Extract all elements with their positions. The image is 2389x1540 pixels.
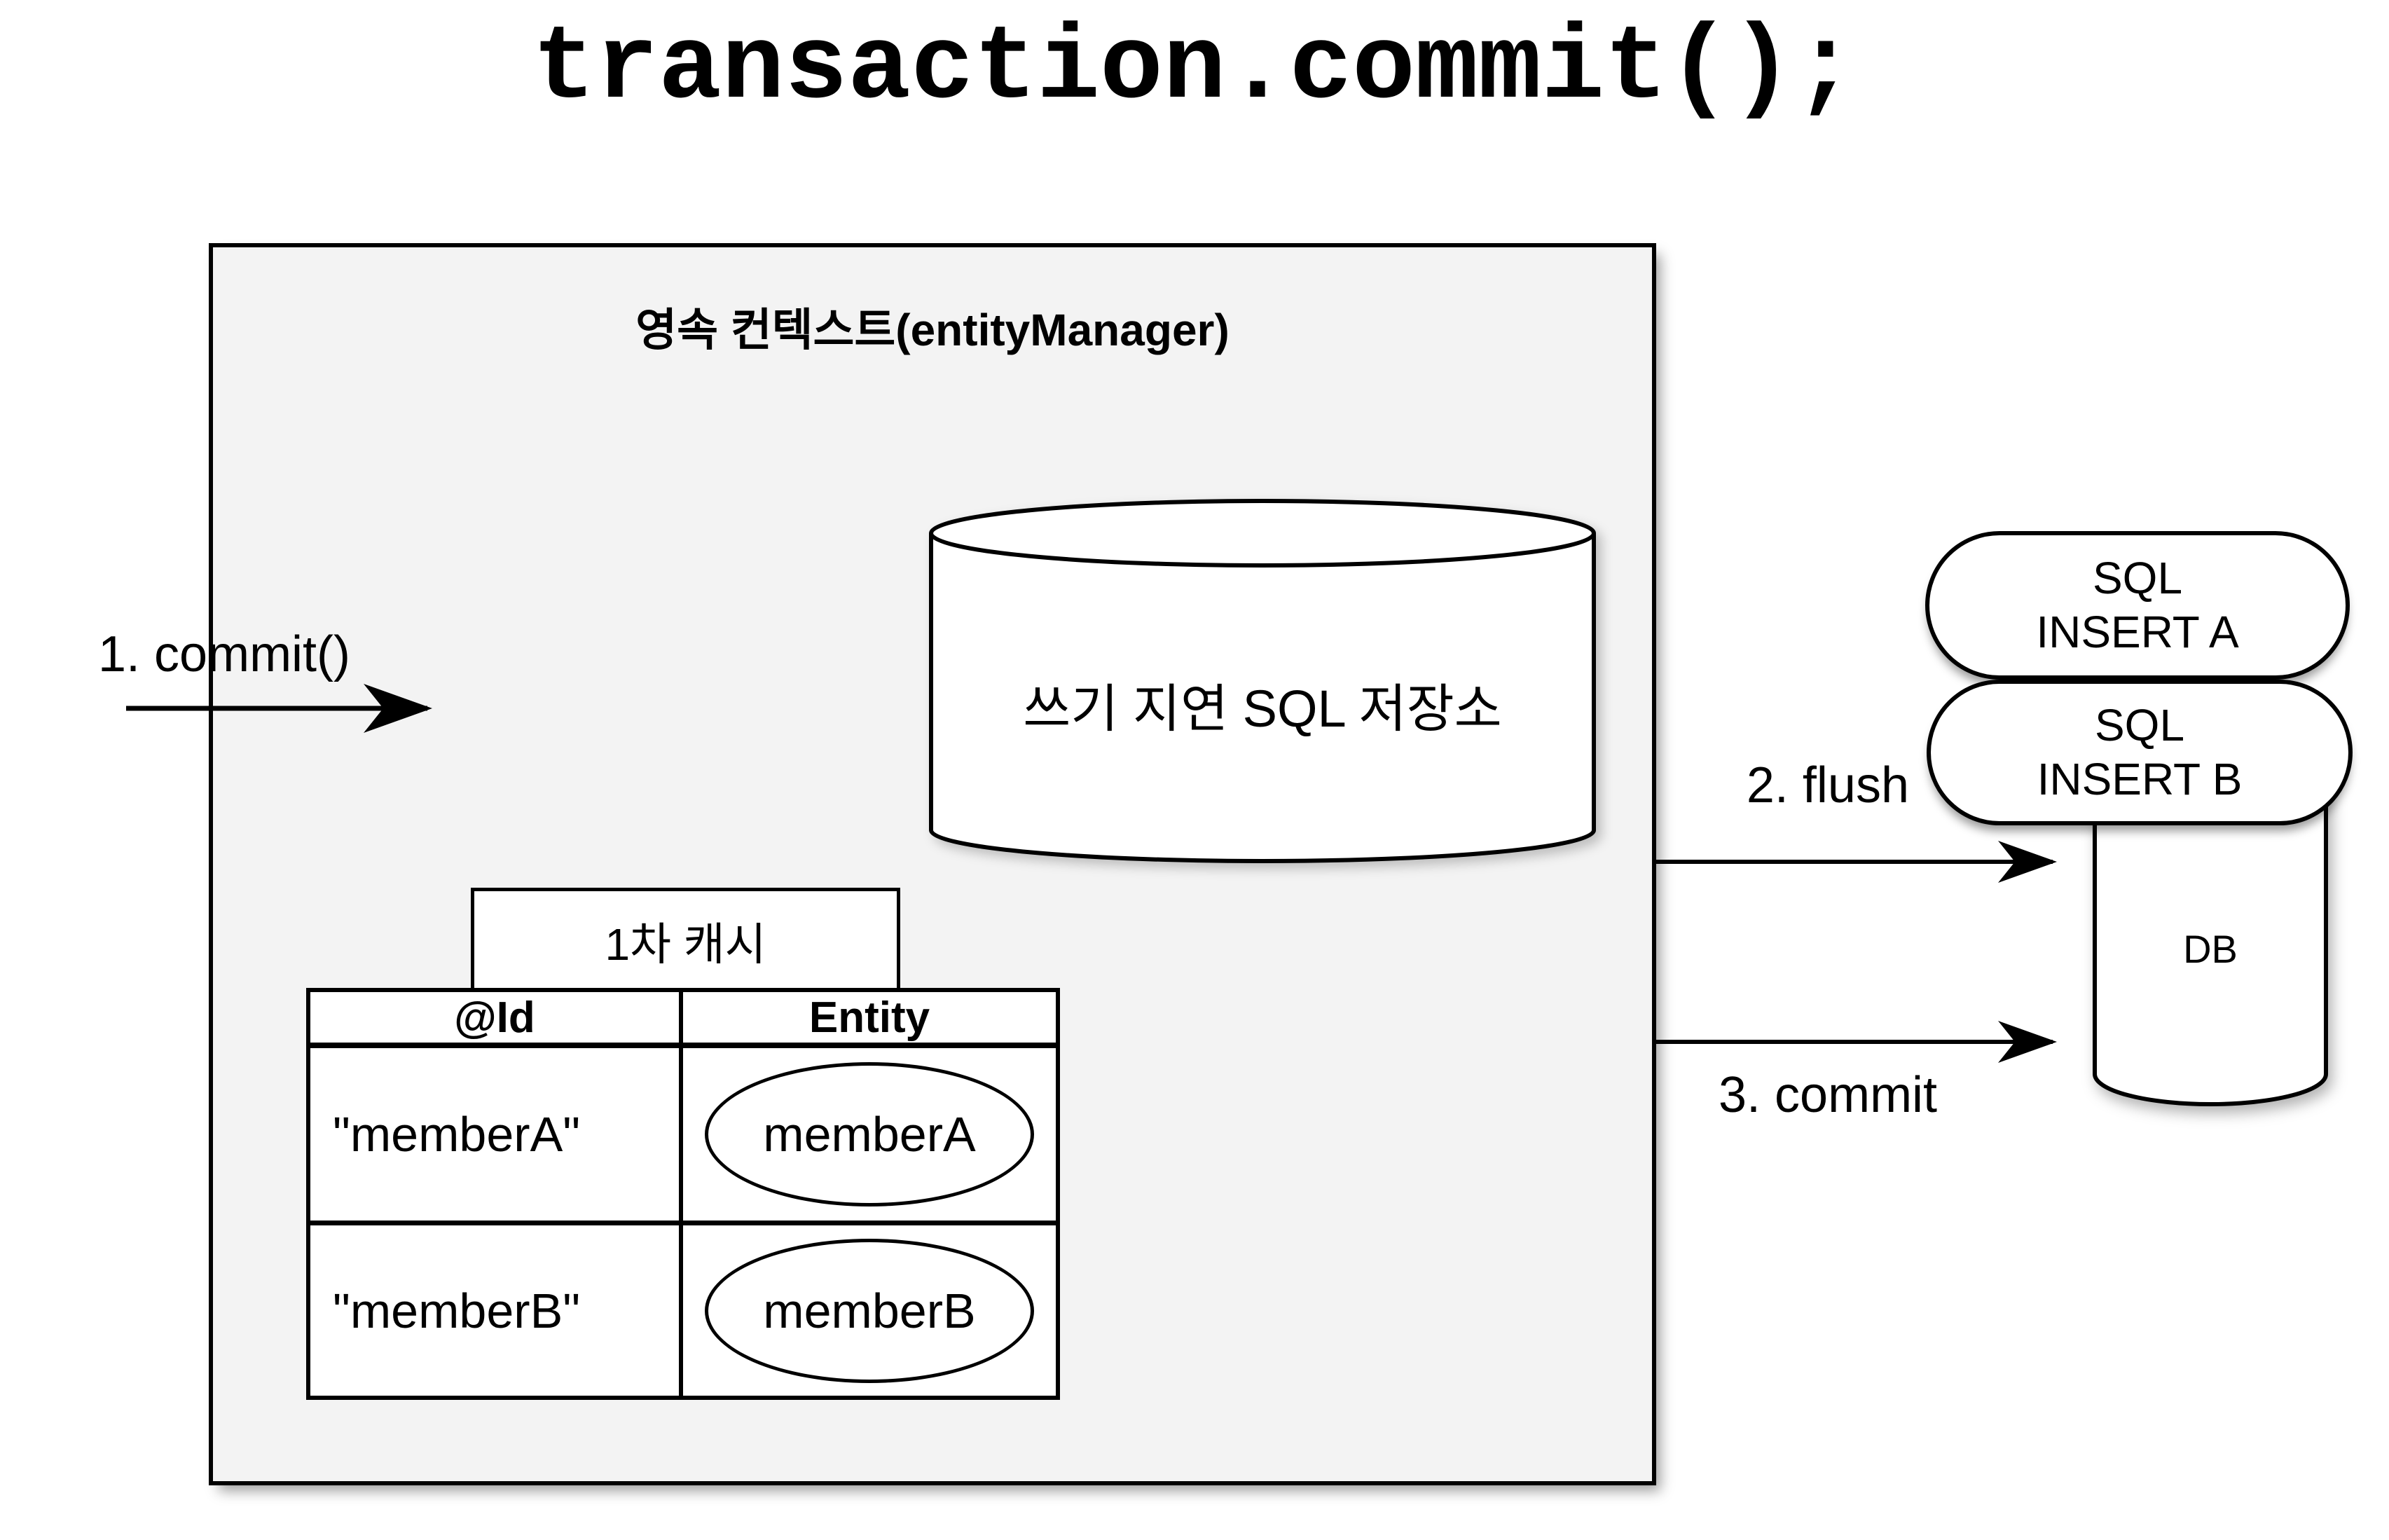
table-cell-id-memberB: "memberB" <box>310 1225 683 1396</box>
entity-ellipse-memberB: memberB <box>705 1238 1034 1383</box>
step3-commit-label: 3. commit <box>1719 1067 1938 1123</box>
table-cell-entity-memberA: memberA <box>683 1048 1056 1225</box>
table-header-id: @Id <box>310 992 683 1048</box>
write-behind-store-label: 쓰기 지연 SQL 저장소 <box>1023 680 1502 738</box>
sql-insert-b-line1: SQL <box>2094 700 2185 750</box>
step2-flush-label: 2. flush <box>1746 757 1909 813</box>
first-level-cache-box: 1차 캐시 <box>471 888 900 994</box>
sql-insert-b-line2: INSERT B <box>2037 754 2243 804</box>
sql-insert-a-line2: INSERT A <box>2036 607 2239 657</box>
db-label: DB <box>2183 927 2238 971</box>
sql-insert-a-box: SQL INSERT A <box>1925 531 2350 680</box>
entity-label-memberA: memberA <box>763 1107 976 1162</box>
table-header-entity: Entity <box>683 992 1056 1048</box>
sql-insert-a-line1: SQL <box>2092 553 2183 603</box>
entity-label-memberB: memberB <box>763 1283 976 1338</box>
table-cell-entity-memberB: memberB <box>683 1225 1056 1396</box>
table-cell-id-memberA: "memberA" <box>310 1048 683 1225</box>
step1-commit-label: 1. commit() <box>98 626 350 682</box>
persistence-context-label: 영속 컨텍스트(entityManager) <box>635 305 1230 355</box>
entity-ellipse-memberA: memberA <box>705 1062 1034 1206</box>
page-title: transaction.commit(); <box>532 10 1857 129</box>
sql-insert-b-box: SQL INSERT B <box>1927 680 2353 825</box>
cache-table: @Id Entity "memberA" memberA "memberB" m… <box>306 988 1060 1400</box>
db-cylinder-icon <box>2093 792 2328 1106</box>
write-behind-store-cylinder-icon <box>929 499 1596 863</box>
first-level-cache-label: 1차 캐시 <box>605 919 766 970</box>
